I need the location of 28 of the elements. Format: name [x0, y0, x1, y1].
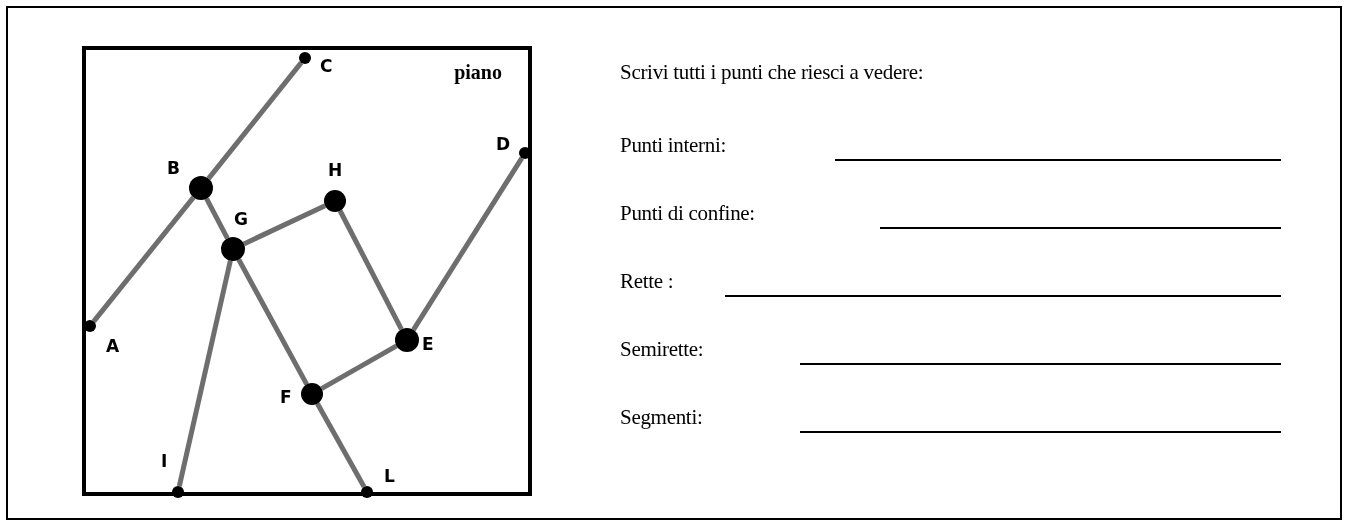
- field-label: Segmenti:: [620, 407, 703, 428]
- point-label: D: [496, 136, 511, 153]
- point-label: H: [328, 162, 343, 179]
- line-segment: [411, 156, 524, 332]
- plane-label: piano: [454, 62, 502, 82]
- line-segment: [315, 402, 367, 488]
- point-label: L: [384, 468, 395, 485]
- instruction-text: Scrivi tutti i punti che riesci a vedere:: [620, 62, 924, 83]
- line-segment: [91, 195, 196, 323]
- line-segment: [320, 343, 398, 391]
- line-segment: [204, 197, 230, 240]
- field-label: Punti di confine:: [620, 203, 755, 224]
- point-label: A: [106, 338, 120, 355]
- point-label: I: [161, 453, 168, 470]
- point-label: C: [320, 58, 333, 75]
- field-label: Semirette:: [620, 339, 704, 360]
- line-segment: [242, 203, 327, 247]
- field-label: Rette :: [620, 271, 674, 292]
- point-label: B: [167, 160, 180, 177]
- plane-frame: [82, 46, 532, 496]
- line-segment: [206, 61, 304, 181]
- field-label: Punti interni:: [620, 135, 727, 156]
- point-label: G: [234, 211, 248, 228]
- point-label: F: [280, 389, 292, 406]
- line-segment: [176, 260, 233, 487]
- point-label: E: [422, 336, 434, 353]
- line-segment: [236, 258, 309, 386]
- line-segment: [337, 209, 404, 331]
